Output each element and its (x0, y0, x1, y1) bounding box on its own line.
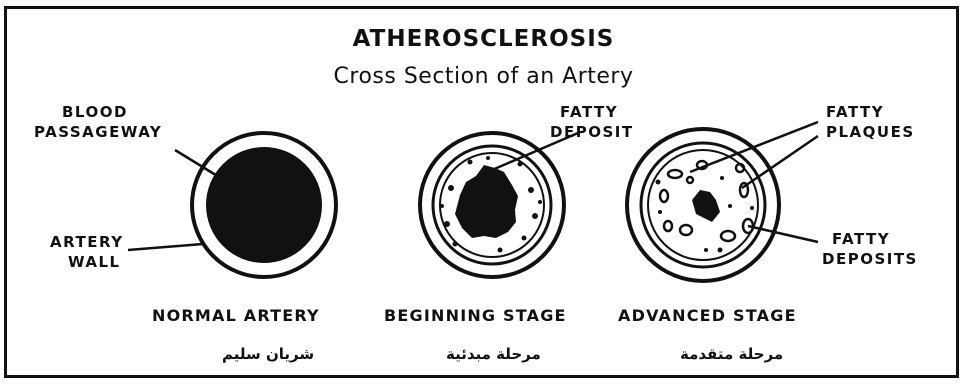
label-fatty-deposits: FATTY DEPOSITS (822, 229, 918, 269)
arabic-caption-beginning: مرحلة مبدئية (446, 345, 541, 363)
label-artery-wall: ARTERY WALL (50, 232, 124, 272)
beginning-stage-cross-section (420, 133, 564, 277)
stage-label-normal: NORMAL ARTERY (152, 306, 320, 325)
stage-label-beginning: BEGINNING STAGE (384, 306, 567, 325)
narrowed-lumen (455, 165, 518, 238)
blood-passageway-lumen (206, 147, 322, 263)
arabic-caption-normal: شريان سليم (222, 345, 314, 363)
label-fatty-plaques: FATTY PLAQUES (826, 102, 915, 142)
label-blood-passageway: BLOOD PASSAGEWAY (62, 102, 162, 142)
stage-label-advanced: ADVANCED STAGE (618, 306, 797, 325)
label-fatty-deposit: FATTY DEPOSIT (560, 102, 634, 142)
arabic-caption-advanced: مرحلة متقدمة (680, 345, 783, 363)
advanced-stage-cross-section (627, 129, 779, 281)
narrow-lumen (692, 190, 720, 222)
normal-artery-cross-section (192, 133, 336, 277)
